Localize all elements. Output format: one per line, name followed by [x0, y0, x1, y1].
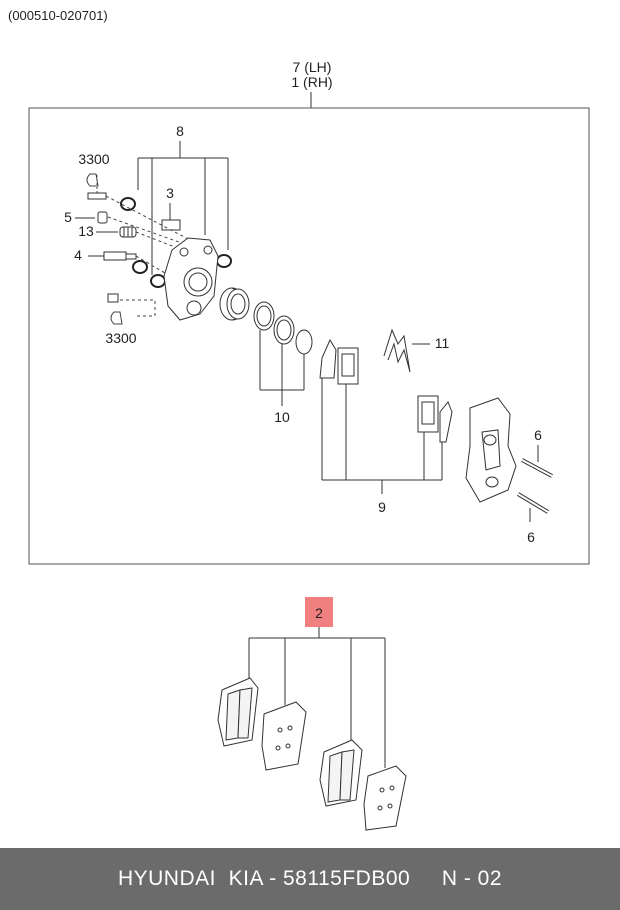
bottom-bolt-icon	[107, 293, 123, 325]
footer-bar: HYUNDAI KIA - 58115FDB00 N - 02	[0, 848, 620, 910]
callout-3300-bottom[interactable]: 3300	[105, 330, 136, 346]
caliper-housing-icon	[465, 397, 517, 503]
callout-4[interactable]: 4	[74, 247, 82, 263]
callout-9-leader	[321, 378, 443, 494]
pin-icon-top	[521, 458, 553, 478]
callout-8[interactable]: 8	[176, 123, 184, 139]
callout-3300-top[interactable]: 3300	[78, 151, 109, 167]
callout-2-highlight[interactable]	[305, 597, 333, 627]
caliper-body-icon	[163, 237, 219, 321]
piston-icon	[219, 287, 250, 321]
callout-9[interactable]: 9	[378, 499, 386, 515]
washer-icon	[86, 173, 99, 187]
callout-11[interactable]: 11	[435, 335, 450, 351]
callout-10[interactable]: 10	[274, 409, 290, 425]
pad-shim-icon	[319, 338, 453, 443]
callout-2[interactable]: 2	[315, 605, 323, 621]
callout-6-top[interactable]: 6	[534, 427, 542, 443]
piston-seal-icon	[253, 301, 313, 355]
boot-icon	[119, 226, 137, 238]
callout-5[interactable]: 5	[64, 209, 72, 225]
assembly-frame	[28, 107, 590, 565]
guide-pin-icon	[161, 219, 181, 231]
callout-13[interactable]: 13	[78, 223, 94, 239]
pin-icon-bottom	[516, 492, 550, 514]
callout-10-leader	[259, 330, 305, 406]
callout-2-leader	[248, 627, 386, 768]
brake-pad-icon	[217, 677, 407, 831]
callout-1-rh[interactable]: 1 (RH)	[291, 74, 332, 90]
date-range-label: (000510-020701)	[8, 8, 108, 23]
spring-clip-icon	[383, 328, 411, 373]
guide-bolt-icon	[103, 251, 137, 261]
callout-3[interactable]: 3	[166, 185, 174, 201]
part-number-label: HYUNDAI KIA - 58115FDB00 N - 02	[117, 867, 503, 890]
callout-6-bottom[interactable]: 6	[527, 529, 535, 545]
brake-caliper-exploded-diagram: 7 (LH) 1 (RH) 8 3300 5 13 4 3	[28, 59, 590, 831]
callout-7-lh[interactable]: 7 (LH)	[293, 59, 332, 75]
